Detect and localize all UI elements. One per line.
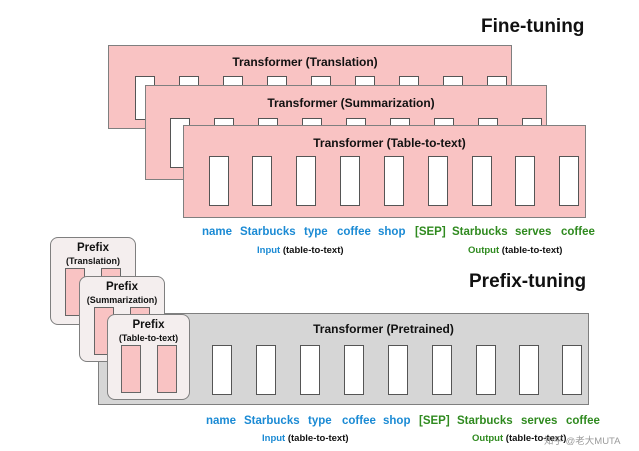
output-token: [SEP]: [419, 415, 450, 427]
output-label-keyword: Output: [468, 245, 500, 256]
token-slot: [562, 345, 582, 395]
input-label-keyword: Input: [257, 245, 281, 256]
output-token: serves: [515, 226, 552, 238]
transformer-summarization-label: Transformer (Summarization): [267, 96, 435, 110]
output-label: Output (table-to-text): [468, 245, 562, 256]
prefix-table-to-text: Prefix (Table-to-text): [107, 314, 190, 400]
input-token: type: [308, 415, 332, 427]
token-slot: [344, 345, 364, 395]
token-slot: [252, 156, 272, 206]
output-label-keyword: Output: [472, 433, 504, 444]
prefix-slot: [121, 345, 141, 393]
token-slot: [256, 345, 276, 395]
input-token: shop: [383, 415, 411, 427]
input-token: Starbucks: [244, 415, 300, 427]
input-token: type: [304, 226, 328, 238]
token-slot: [209, 156, 229, 206]
token-slot: [384, 156, 404, 206]
token-slot: [432, 345, 452, 395]
prefix-translation-title: Prefix: [77, 242, 109, 254]
token-slot: [519, 345, 539, 395]
input-label: Input (table-to-text): [257, 245, 344, 256]
token-slot: [212, 345, 232, 395]
transformer-table-to-text-label: Transformer (Table-to-text): [313, 136, 466, 150]
input-token: shop: [378, 226, 406, 238]
prefix-tuning-heading: Prefix-tuning: [469, 271, 587, 292]
prefix-slot: [157, 345, 177, 393]
token-slot: [476, 345, 496, 395]
token-slot: [559, 156, 579, 206]
token-slot: [428, 156, 448, 206]
input-token: name: [202, 226, 233, 238]
input-token: coffee: [337, 226, 371, 238]
output-label-task: (table-to-text): [501, 245, 563, 256]
token-slot: [300, 345, 320, 395]
output-token: Starbucks: [452, 226, 508, 238]
input-label: Input (table-to-text): [262, 433, 349, 444]
fine-tuning-heading: Fine-tuning: [481, 16, 585, 37]
input-token: Starbucks: [240, 226, 296, 238]
token-slot: [472, 156, 492, 206]
output-token: serves: [521, 415, 558, 427]
transformer-table-to-text: Transformer (Table-to-text): [183, 125, 586, 218]
input-label-task: (table-to-text): [287, 433, 349, 444]
output-token: coffee: [561, 226, 595, 238]
transformer-translation-label: Transformer (Translation): [232, 55, 378, 69]
token-slot: [296, 156, 316, 206]
prefix-summarization-task: (Summarization): [86, 295, 158, 305]
output-label-task: (table-to-text): [505, 433, 567, 444]
prefix-summarization-title: Prefix: [106, 281, 138, 293]
prefix-table-to-text-title: Prefix: [132, 319, 165, 331]
prefix-translation-task: (Translation): [65, 256, 120, 266]
input-label-task: (table-to-text): [282, 245, 344, 256]
output-token: Starbucks: [457, 415, 513, 427]
prefix-table-to-text-task: (Table-to-text): [118, 333, 179, 343]
output-token: coffee: [566, 415, 600, 427]
token-slot: [388, 345, 408, 395]
output-label: Output (table-to-text): [472, 433, 566, 444]
output-token: [SEP]: [415, 226, 446, 238]
input-token: coffee: [342, 415, 376, 427]
token-slot: [340, 156, 360, 206]
input-label-keyword: Input: [262, 433, 286, 444]
watermark: 知乎 @老大MUTA: [544, 436, 621, 447]
input-token: name: [206, 415, 237, 427]
token-slot: [515, 156, 535, 206]
transformer-pretrained-label: Transformer (Pretrained): [313, 322, 454, 336]
